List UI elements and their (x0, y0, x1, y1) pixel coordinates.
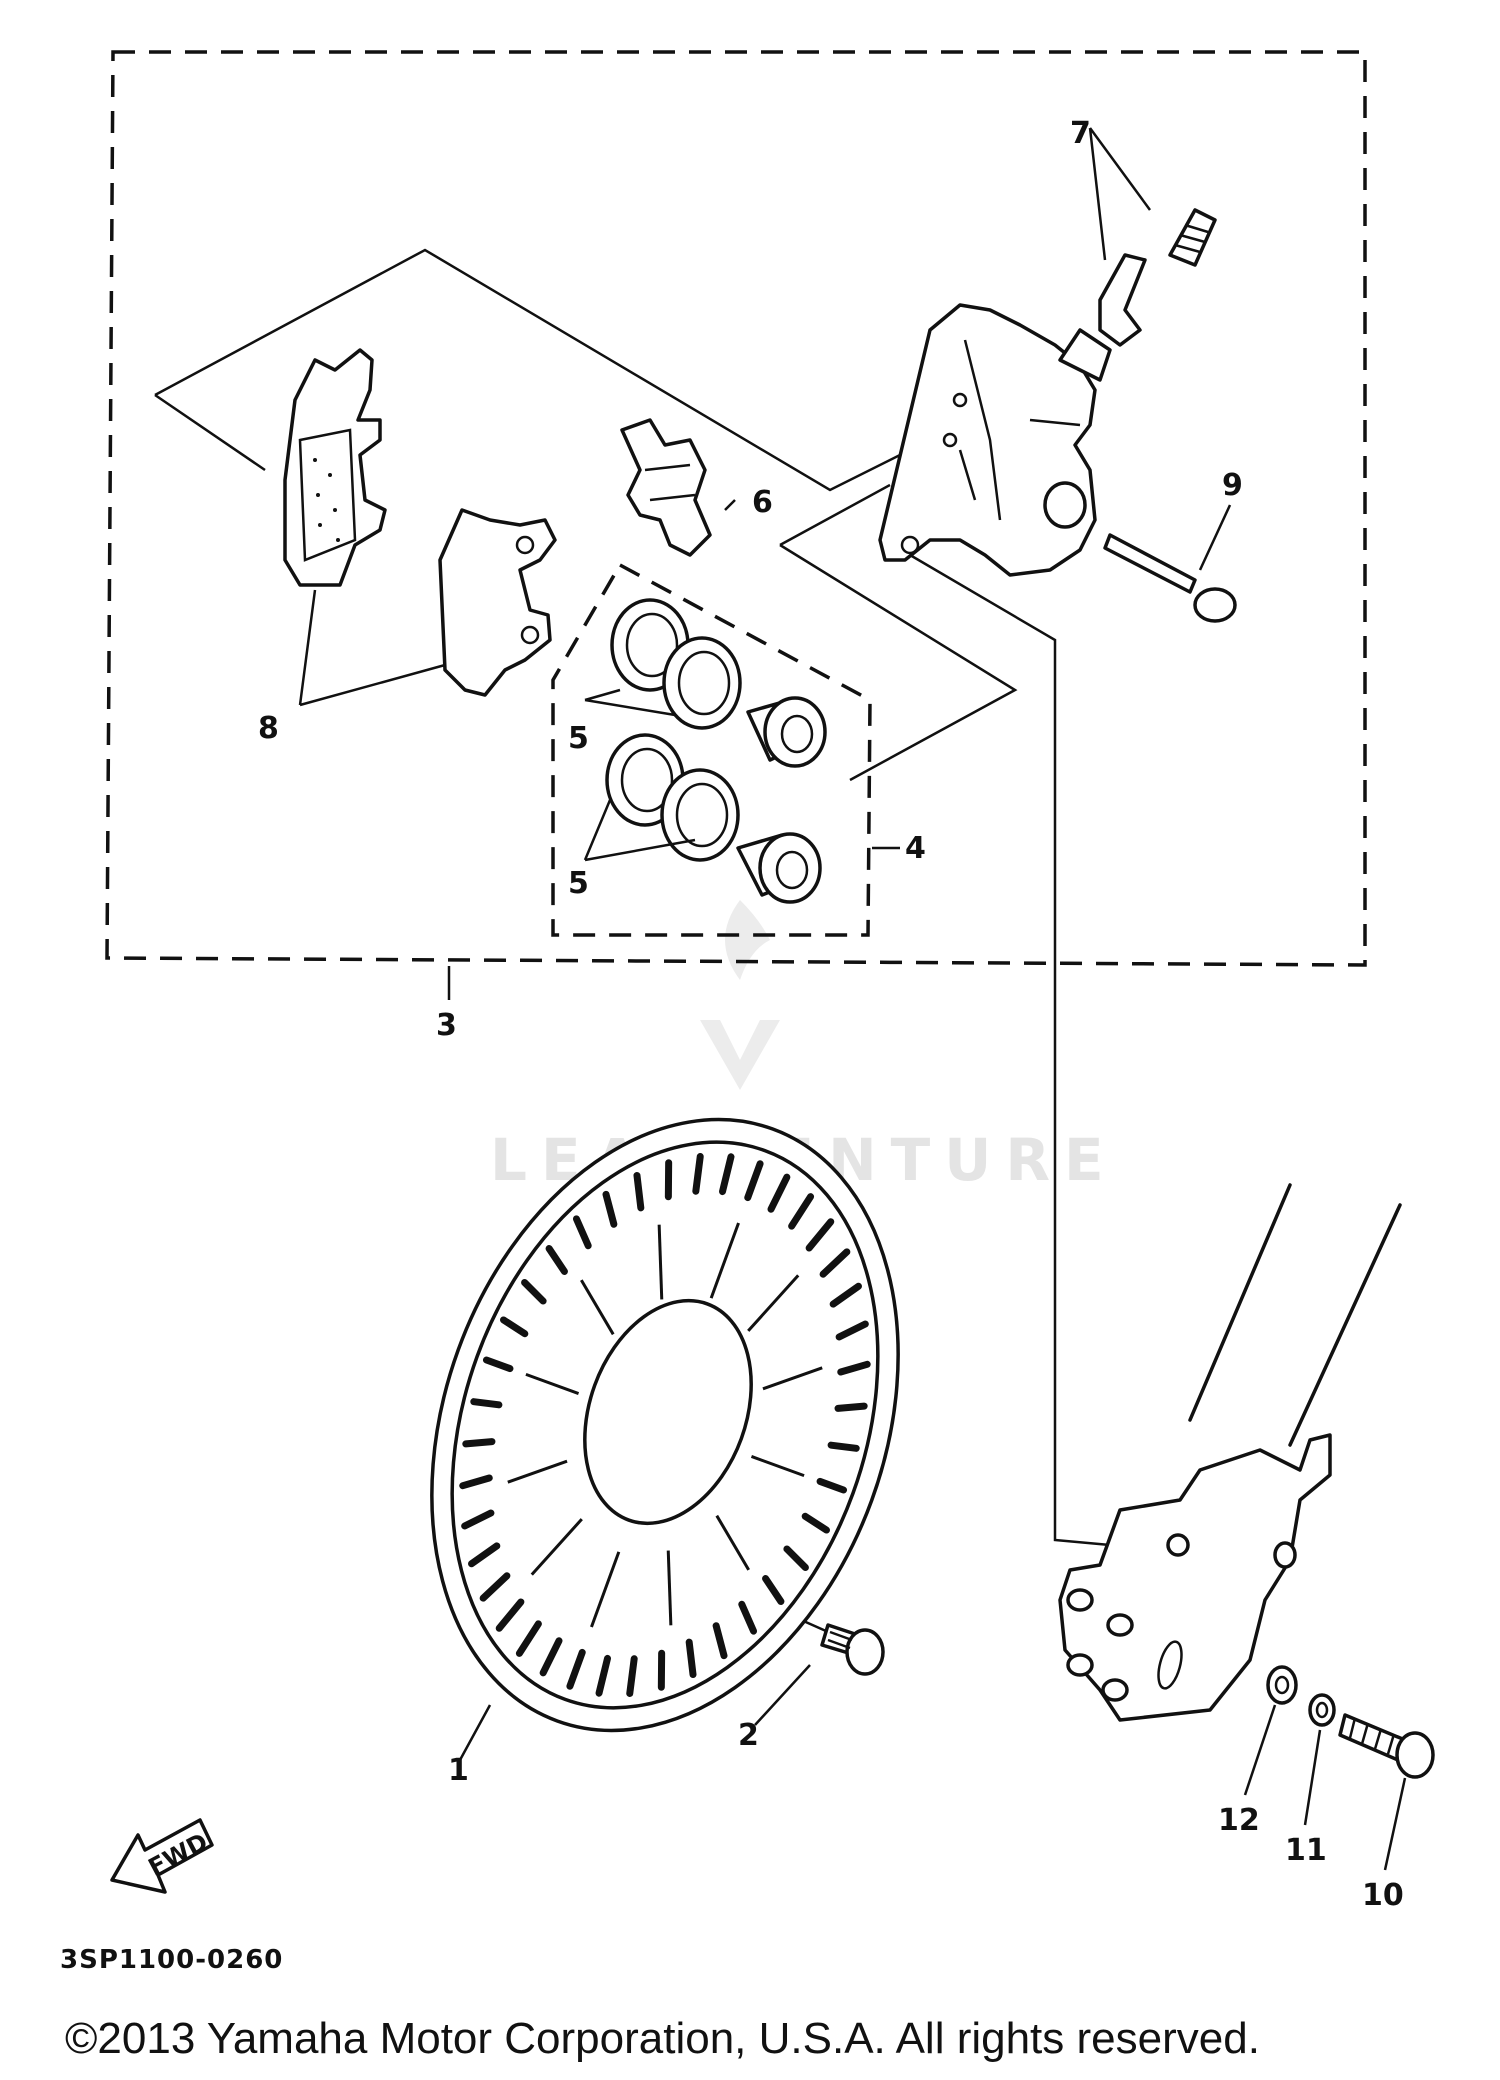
callout-5a: 5 (568, 721, 589, 756)
caliper-pistons (738, 698, 825, 902)
bleed-screw (1100, 210, 1215, 345)
callout-1: 1 (448, 1753, 469, 1788)
callout-12: 12 (1218, 1803, 1260, 1838)
callout-2: 2 (738, 1718, 759, 1753)
disc-slot (630, 1659, 634, 1694)
callout-4: 4 (905, 831, 926, 866)
piston-seals (607, 600, 740, 860)
pad-spring (622, 420, 710, 555)
callout-8: 8 (258, 711, 279, 746)
disc-bolt (822, 1625, 883, 1674)
brake-pad-lower (440, 510, 555, 695)
disc-slot (466, 1442, 492, 1444)
disc-slot (689, 1642, 693, 1674)
disc-slot (474, 1402, 499, 1405)
callout-6: 6 (752, 485, 773, 520)
disc-slot (696, 1156, 700, 1191)
figure-code: 3SP1100-0260 (60, 1945, 283, 1975)
caliper-pin-bolt (1105, 535, 1235, 621)
copyright-notice: ©2013 Yamaha Motor Corporation, U.S.A. A… (65, 2014, 1260, 2063)
disc-slot (838, 1406, 864, 1408)
front-fork-leg (1060, 1185, 1400, 1720)
callout-10: 10 (1362, 1878, 1404, 1913)
callout-5b: 5 (568, 866, 589, 901)
disc-slot (831, 1445, 856, 1448)
callout-7: 7 (1070, 116, 1091, 151)
mounting-hardware (1268, 1667, 1433, 1777)
caliper-body (880, 305, 1110, 575)
callout-11: 11 (1285, 1833, 1327, 1868)
disc-slot (637, 1175, 641, 1207)
callout-3: 3 (436, 1008, 457, 1043)
callout-9: 9 (1222, 468, 1243, 503)
brake-pad-upper (285, 350, 385, 585)
fwd-arrow: FWD (112, 1820, 212, 1892)
